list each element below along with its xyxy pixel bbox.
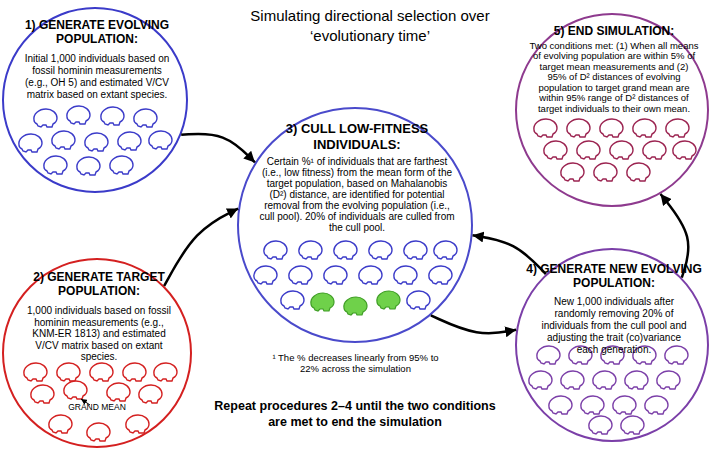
stage-circle: 3) CULL LOW-FITNESS INDIVIDUALS: Certain … (237, 107, 473, 343)
skull-icon (589, 416, 612, 434)
step-body: Initial 1,000 individuals based on fossi… (20, 53, 174, 101)
skull-icon (561, 371, 584, 389)
stage-circle: 1) GENERATE EVOLVING POPULATION: Initial … (2, 7, 188, 193)
skull-icon (429, 266, 452, 284)
skull-icon (85, 133, 108, 151)
skull-icon (134, 109, 157, 127)
skull-icon (600, 119, 623, 137)
skull-icon (52, 131, 75, 149)
skull-icon (529, 371, 552, 389)
skull-icon (673, 141, 696, 159)
skull-icon (289, 266, 312, 284)
skull-icon (369, 241, 392, 259)
skull-icon (593, 371, 616, 389)
skull-icon (67, 106, 90, 124)
skull-icon (77, 157, 100, 175)
skull-icon (90, 363, 113, 381)
skull-icon (123, 363, 146, 381)
skull-icon (549, 396, 572, 414)
step-heading: 3) CULL LOW-FITNESS INDIVIDUALS: (267, 121, 447, 152)
stage-circle: 5) END SIMULATION: Two conditions met: (1… (515, 13, 709, 207)
skull-icon (544, 141, 567, 159)
skull-icon (44, 156, 67, 174)
skull-icon (567, 119, 590, 137)
skull-icon (627, 163, 650, 181)
skull-icon (613, 396, 636, 414)
skull-icon (577, 141, 600, 159)
diagram-title: Simulating directional selection over ‘e… (240, 6, 500, 47)
skull-icon (110, 156, 133, 174)
skull-group (19, 106, 172, 175)
step-heading: 2) GENERATE TARGET POPULATION: (19, 270, 179, 299)
flow-arrow (181, 134, 255, 163)
skull-icon (404, 241, 427, 259)
skull-icon (281, 291, 304, 309)
culled-group (311, 291, 400, 315)
skull-icon (264, 241, 287, 259)
skull-icon (407, 291, 430, 309)
flow-arrow (431, 315, 516, 333)
skull-icon (657, 371, 680, 389)
skull-icon (126, 415, 149, 433)
skull-icon (64, 381, 87, 399)
skull-icon (645, 396, 668, 414)
culled-skull (344, 297, 367, 315)
step-heading: 1) GENERATE EVOLVING POPULATION: (14, 18, 180, 47)
skull-icon (610, 141, 633, 159)
skull-icon (534, 119, 557, 137)
step-heading: 4) GENERATE NEW EVOLVING POPULATION: (526, 262, 702, 291)
skull-icon (324, 266, 347, 284)
skull-icon (101, 107, 124, 125)
step-heading: 5) END SIMULATION: (529, 24, 699, 38)
skull-icon (107, 383, 130, 401)
skull-icon (359, 266, 382, 284)
skull-icon (666, 119, 689, 137)
skull-icon (434, 241, 457, 259)
stage-circle: 2) GENERATE TARGET POPULATION: 1,000 indi… (2, 258, 192, 448)
skull-icon (334, 241, 357, 259)
skull-icon (394, 266, 417, 284)
skull-icon (139, 385, 162, 403)
skull-icon (665, 346, 688, 364)
pointer-label: GRAND MEAN (60, 403, 134, 412)
skull-icon (537, 346, 560, 364)
skull-group (24, 363, 177, 441)
skull-icon (581, 396, 604, 414)
stage-circle: 4) GENERATE NEW EVOLVING POPULATION: New … (515, 248, 709, 442)
loop-note: Repeat procedures 2–4 until the two cond… (210, 398, 500, 431)
step-body: 1,000 individuals based on fossil homini… (26, 305, 172, 363)
skull-group (529, 346, 688, 434)
step-body: Certain %¹ of individuals that are farth… (259, 156, 455, 233)
skull-icon (87, 423, 110, 441)
skull-icon (24, 363, 47, 381)
skull-icon (633, 119, 656, 137)
skull-icon (118, 132, 141, 150)
skull-icon (254, 266, 277, 284)
step-body: New 1,000 individuals after randomly rem… (535, 296, 693, 356)
flow-arrow (164, 209, 238, 286)
skull-icon (49, 415, 72, 433)
skull-icon (19, 134, 42, 152)
skull-icon (154, 363, 177, 381)
culled-skull (311, 293, 334, 311)
skull-group (534, 119, 696, 181)
skull-icon (594, 163, 617, 181)
skull-icon (57, 363, 80, 381)
skull-icon (31, 385, 54, 403)
skull-icon (149, 131, 172, 149)
skull-icon (561, 163, 584, 181)
footnote: ¹ The % decreases linearly from 95% to 2… (268, 352, 443, 375)
skull-icon (299, 241, 322, 259)
skull-icon (643, 141, 666, 159)
skull-icon (625, 371, 648, 389)
skull-icon (621, 416, 644, 434)
culled-skull (377, 291, 400, 309)
step-body: Two conditions met: (1) When all means o… (529, 41, 699, 114)
skull-icon (34, 109, 57, 127)
